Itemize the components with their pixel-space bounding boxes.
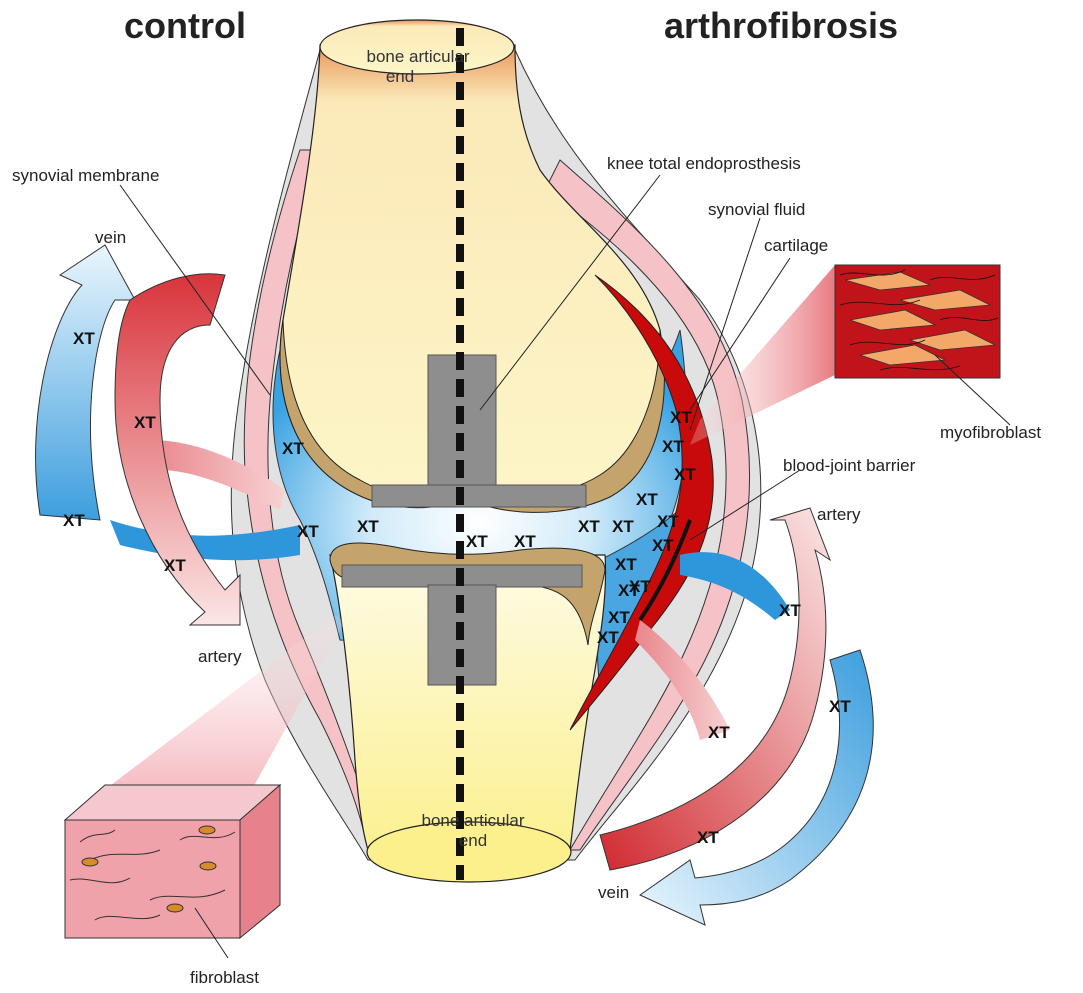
xt-marker: XT (697, 828, 719, 847)
xt-marker: XT (282, 439, 304, 458)
myofibroblast-inset (835, 265, 1000, 378)
title-arthrofibrosis: arthrofibrosis (664, 5, 898, 46)
label-bone-top-line2: end (386, 67, 414, 86)
label-synovial-fluid: synovial fluid (708, 200, 805, 219)
xt-marker: XT (708, 723, 730, 742)
label-bone-bottom-line2: end (459, 831, 487, 850)
xt-marker: XT (662, 437, 684, 456)
label-vein-left: vein (95, 228, 126, 247)
xt-marker: XT (657, 512, 679, 531)
xt-marker: XT (297, 522, 319, 541)
xt-marker: XT (670, 408, 692, 427)
label-knee-tep: knee total endoprosthesis (607, 154, 801, 173)
xt-marker: XT (597, 628, 619, 647)
xt-marker: XT (357, 517, 379, 536)
label-synovial-membrane: synovial membrane (12, 166, 159, 185)
label-artery-right: artery (817, 505, 861, 524)
label-myofibroblast: myofibroblast (940, 423, 1041, 442)
label-blood-joint-barrier: blood-joint barrier (783, 456, 916, 475)
xt-marker: XT (636, 490, 658, 509)
xt-marker: XT (134, 413, 156, 432)
label-artery-left: artery (198, 647, 242, 666)
xt-marker: XT (514, 532, 536, 551)
xt-marker: XT (652, 536, 674, 555)
xt-marker: XT (164, 556, 186, 575)
xt-marker: XT (466, 532, 488, 551)
label-vein-right: vein (598, 883, 629, 902)
xt-marker: XT (73, 329, 95, 348)
xt-marker: XT (779, 601, 801, 620)
xt-marker: XT (578, 517, 600, 536)
fibroblast-inset (65, 785, 280, 938)
label-fibroblast: fibroblast (190, 968, 259, 987)
xt-marker: XT (674, 465, 696, 484)
xt-marker: XT (612, 517, 634, 536)
label-bone-bottom-line1: bone articular (421, 811, 524, 830)
xt-marker: XT (63, 511, 85, 530)
xt-marker: XT (629, 577, 651, 596)
xt-marker: XT (829, 697, 851, 716)
title-control: control (124, 5, 246, 46)
label-cartilage: cartilage (764, 236, 828, 255)
label-bone-top-line1: bone articular (366, 47, 469, 66)
xt-marker: XT (615, 555, 637, 574)
xt-marker: XT (608, 608, 630, 627)
